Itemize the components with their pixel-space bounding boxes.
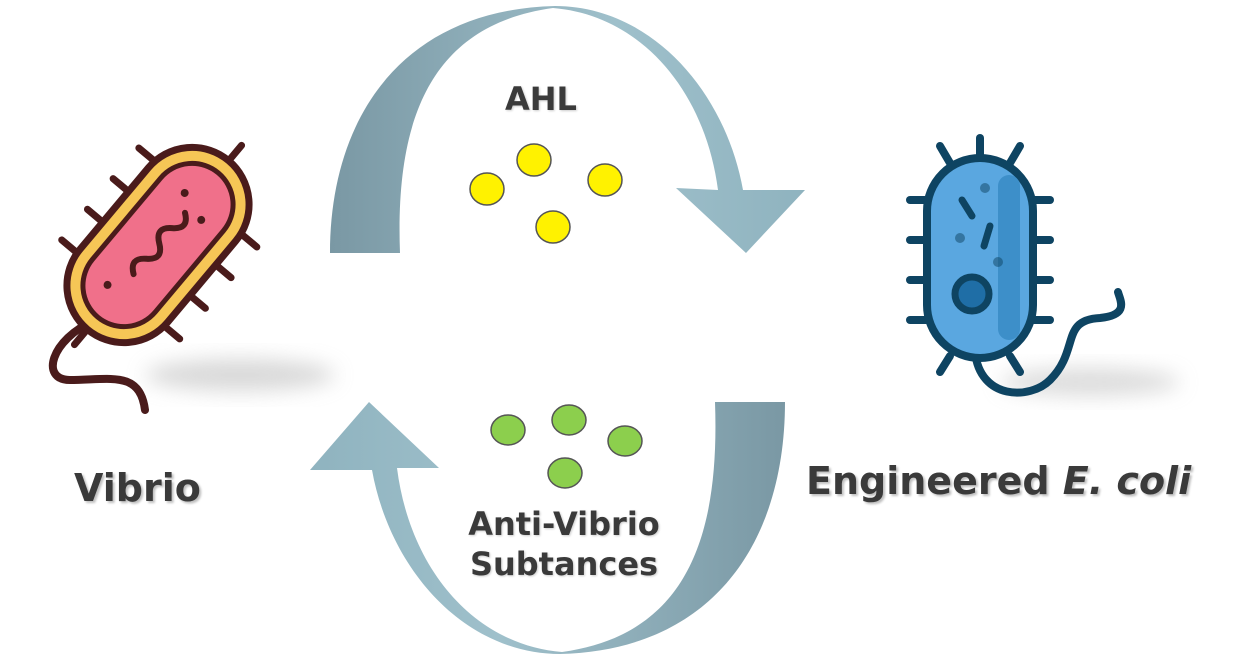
ahl-dot — [587, 163, 623, 197]
anti-vibrio-molecules — [490, 404, 643, 489]
ahl-dot — [516, 143, 552, 177]
ecoli-label-prefix: Engineered — [806, 459, 1050, 503]
ahl-label: AHL — [505, 80, 577, 118]
anti-vibrio-dot — [547, 457, 583, 489]
ahl-dot — [469, 172, 505, 206]
anti-vibrio-label-line2: Subtances — [469, 545, 659, 583]
top-cycle-arrow — [330, 6, 805, 253]
ahl-label-text: AHL — [505, 80, 577, 118]
anti-vibrio-dot — [607, 425, 643, 457]
ahl-molecules — [469, 143, 623, 244]
ecoli-bacterium-icon — [906, 134, 1180, 397]
ahl-dot — [535, 210, 571, 244]
anti-vibrio-dot — [490, 414, 526, 446]
bottom-cycle-arrow — [310, 402, 785, 654]
vibrio-bacterium-icon — [48, 141, 335, 414]
ecoli-label-italic: E. coli — [1062, 459, 1192, 503]
anti-vibrio-dot — [551, 404, 587, 436]
anti-vibrio-label-line1: Anti-Vibrio — [468, 505, 660, 543]
ecoli-label: Engineered E. coli — [806, 459, 1191, 503]
vibrio-label-text: Vibrio — [74, 466, 201, 510]
vibrio-label: Vibrio — [74, 466, 201, 510]
anti-vibrio-label: Anti-Vibrio Subtances — [459, 504, 669, 584]
